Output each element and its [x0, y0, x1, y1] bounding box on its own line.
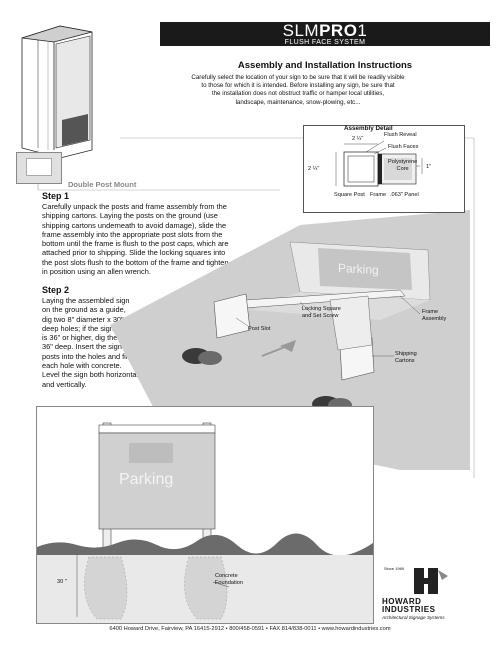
detail-flush-reveal: Flush Reveal	[384, 132, 417, 138]
footer-contact: 6400 Howard Drive, Fairview, PA 16415-29…	[109, 626, 391, 632]
detail-title: Assembly Detail	[344, 125, 393, 132]
mount-label: Double Post Mount	[68, 180, 137, 189]
brand-name: SLMPRO1	[282, 21, 368, 40]
install-parking-label: Parking	[119, 471, 174, 488]
brand-subtitle: FLUSH FACE SYSTEM	[284, 39, 366, 46]
detail-one-inch: 1"	[426, 164, 432, 170]
step1-text: Carefully unpack the posts and frame ass…	[42, 202, 229, 277]
step1-heading: Step 1	[42, 191, 70, 201]
step2-text: Laying the assembled sign on the ground …	[42, 296, 144, 389]
callout-locking-square: Locking Square and Set Screw	[302, 306, 341, 319]
scene-parking-label: Parking	[338, 260, 379, 278]
callout-post-slot: Post Slot	[248, 326, 271, 332]
installation-drawing	[37, 422, 373, 623]
assembly-detail-box: Assembly Detail Flush Reveal Flush Faces…	[303, 125, 465, 213]
double-post-mount-icon	[16, 152, 62, 184]
detail-polystyrene-core: Polystyrene Core	[388, 159, 418, 172]
page-title: Assembly and Installation Instructions	[237, 60, 413, 71]
post-corner-illustration	[21, 25, 93, 159]
step2-heading: Step 2	[42, 285, 70, 295]
detail-square-post: Square Post	[334, 192, 365, 198]
callout-frame-assembly: Frame Assembly	[422, 309, 447, 322]
logo-company: HOWARD INDUSTRIES	[382, 597, 436, 614]
howard-logo: Since 1969 HOWARD INDUSTRIES Architectur…	[380, 566, 470, 622]
installation-illustration: Parking 30 " Concrete Foundation	[36, 406, 374, 624]
install-depth: 30 "	[57, 579, 67, 585]
detail-flush-faces: Flush Faces	[388, 144, 419, 150]
detail-drawing	[335, 140, 423, 187]
detail-top-dimension: 2 ¼"	[352, 136, 364, 142]
detail-left-dimension: 2 ¼"	[308, 166, 320, 172]
intro-text: Carefully select the location of your si…	[191, 74, 405, 106]
header-bar: SLMPRO1 FLUSH FACE SYSTEM	[160, 22, 490, 46]
detail-frame: Frame	[370, 192, 387, 198]
logo-since: Since 1969	[384, 566, 405, 571]
logo-mark	[414, 568, 448, 594]
logo-tagline: Architectural Signage Systems	[382, 615, 445, 620]
install-concrete-foundation: Concrete Foundation	[215, 573, 243, 586]
detail-panel: .063" Panel	[390, 192, 419, 198]
callout-shipping-cartons: Shipping Cartons	[395, 351, 417, 364]
